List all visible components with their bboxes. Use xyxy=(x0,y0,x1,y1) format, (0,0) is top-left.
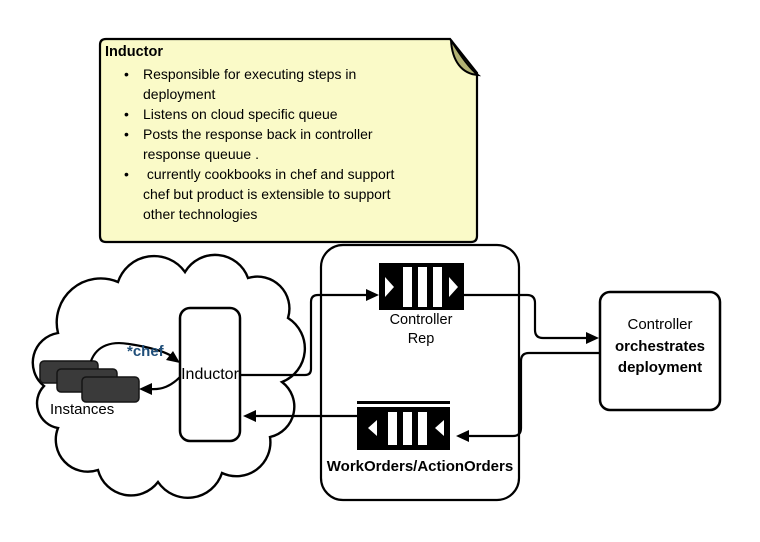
controller-rep-label: Controller Rep xyxy=(389,312,453,347)
connector-controller-to-workorders xyxy=(465,351,600,438)
arrowhead-icon xyxy=(586,332,599,344)
bullet-marker: • xyxy=(124,66,129,82)
arrowhead-icon xyxy=(139,383,152,395)
bullet-marker: • xyxy=(124,166,129,182)
instance-stack xyxy=(39,360,140,403)
queue-arrow-right-icon xyxy=(385,277,394,297)
note-cont-line: other technologies xyxy=(143,206,258,222)
note-bullet-line: • Listens on cloud specific queue xyxy=(124,106,338,122)
arrowhead-icon xyxy=(243,410,256,422)
controller-box xyxy=(598,290,722,412)
connector-instances-to-inductor xyxy=(89,342,176,362)
instance-rect-front xyxy=(81,376,140,403)
note-title: Inductor xyxy=(105,44,163,60)
queue-arrow-left-icon xyxy=(368,420,377,436)
chef-label: *chef xyxy=(127,343,164,360)
queue-icon-controller-rep xyxy=(379,263,464,310)
note-bullet-line: • Responsible for executing steps in xyxy=(124,66,357,82)
note-bullet-line: • currently cookbooks in chef and suppor… xyxy=(124,166,395,182)
note-cont-line: chef but product is extensible to suppor… xyxy=(143,186,391,202)
arrowhead-icon xyxy=(366,289,379,301)
connector-inductor-to-instances xyxy=(149,376,181,391)
note-cont-line: response queuue . xyxy=(143,146,259,162)
note-bullet-line: • Posts the response back in controller xyxy=(124,126,373,142)
inductor-box-label: Inductor xyxy=(181,366,239,383)
instances-label: Instances xyxy=(50,401,115,418)
controller-box-label: Controller orchestrates deployment xyxy=(614,316,706,376)
connector-inductor-to-controller-rep xyxy=(240,293,370,377)
sticky-note xyxy=(98,37,479,244)
note-cont-line: deployment xyxy=(143,86,216,102)
bullet-marker: • xyxy=(124,126,129,142)
connector-controller-rep-to-controller xyxy=(464,293,590,340)
note-fold-icon xyxy=(450,39,482,77)
queue-icon-workorders xyxy=(357,401,450,450)
sticky-note-text: Inductor • Responsible for executing ste… xyxy=(100,38,477,224)
queue-arrow-right-icon xyxy=(449,277,458,297)
queue-arrow-left-icon xyxy=(435,420,444,436)
bullet-marker: • xyxy=(124,106,129,122)
workorders-label: WorkOrders/ActionOrders xyxy=(326,458,514,475)
arrowhead-icon xyxy=(166,351,180,363)
arrowhead-icon xyxy=(456,430,469,442)
